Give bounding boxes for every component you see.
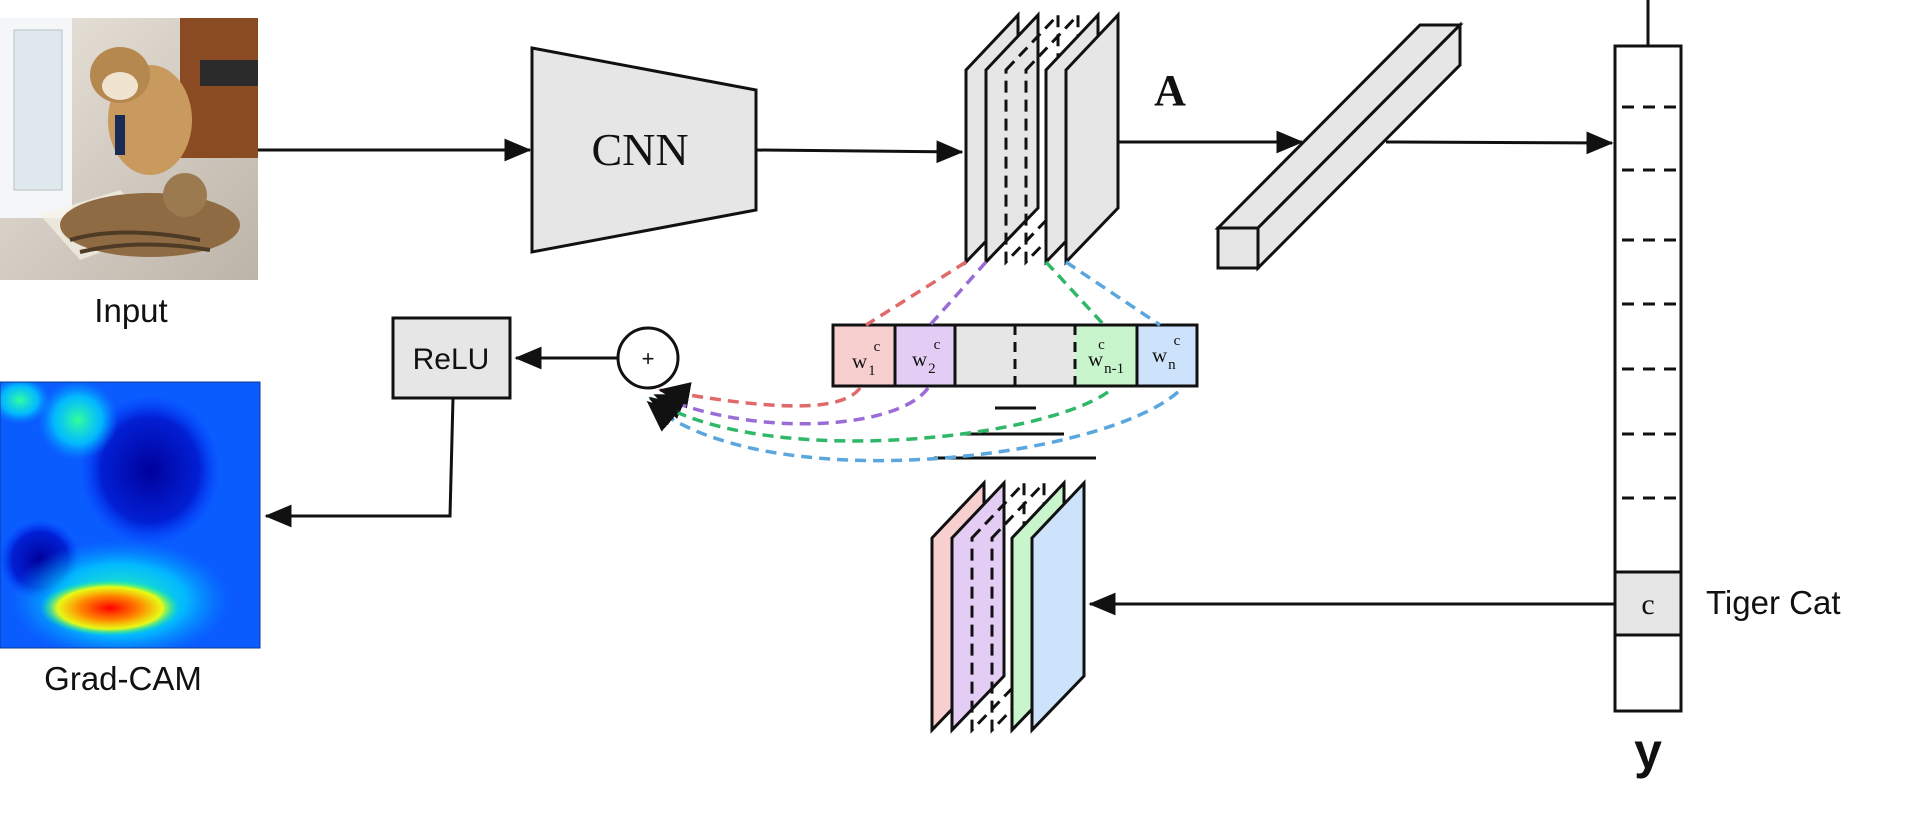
weight-2-label: w2c bbox=[912, 337, 941, 377]
arrow-fc-to-output bbox=[1385, 131, 1614, 155]
weight-n-1-label: wn-1c bbox=[1088, 337, 1124, 377]
cat-body bbox=[60, 193, 240, 257]
weight-1-label: w1c bbox=[852, 339, 881, 379]
input-image bbox=[0, 18, 258, 280]
class-name-label: Tiger Cat bbox=[1706, 584, 1840, 621]
gradcam-label: Grad-CAM bbox=[44, 660, 202, 697]
output-label: y bbox=[1634, 723, 1662, 779]
fc-layer-block bbox=[1214, 21, 1464, 272]
cnn-block bbox=[530, 46, 758, 254]
weight-to-sum-connectors bbox=[646, 382, 1180, 463]
relu-label: ReLU bbox=[413, 343, 490, 376]
weight-cell-middle bbox=[955, 325, 1075, 386]
output-vector bbox=[1613, 0, 1683, 713]
weight-cell-n bbox=[1137, 325, 1197, 386]
input-label: Input bbox=[94, 292, 167, 329]
feature-to-weight-connectors bbox=[865, 260, 1161, 327]
weight-n-label: wnc bbox=[1152, 333, 1181, 373]
pooling-symbol bbox=[934, 406, 1096, 460]
class-cell-label: c bbox=[1641, 588, 1654, 621]
cnn-label: CNN bbox=[591, 124, 688, 175]
sum-node-label: + bbox=[642, 346, 655, 371]
arrow-relu-to-gradcam bbox=[264, 397, 455, 528]
gradient-maps-stack bbox=[930, 479, 1086, 734]
weight-vector: w1c w2c wn-1c wnc bbox=[831, 323, 1199, 388]
weight-cell-n-1 bbox=[1075, 325, 1137, 386]
weight-cell-2 bbox=[895, 325, 955, 386]
gradcam-heatmap bbox=[0, 381, 261, 649]
feature-maps-stack bbox=[964, 11, 1120, 266]
activations-label: A bbox=[1154, 66, 1186, 115]
arrow-cnn-to-features bbox=[755, 140, 964, 164]
weight-cell-1 bbox=[833, 325, 895, 386]
